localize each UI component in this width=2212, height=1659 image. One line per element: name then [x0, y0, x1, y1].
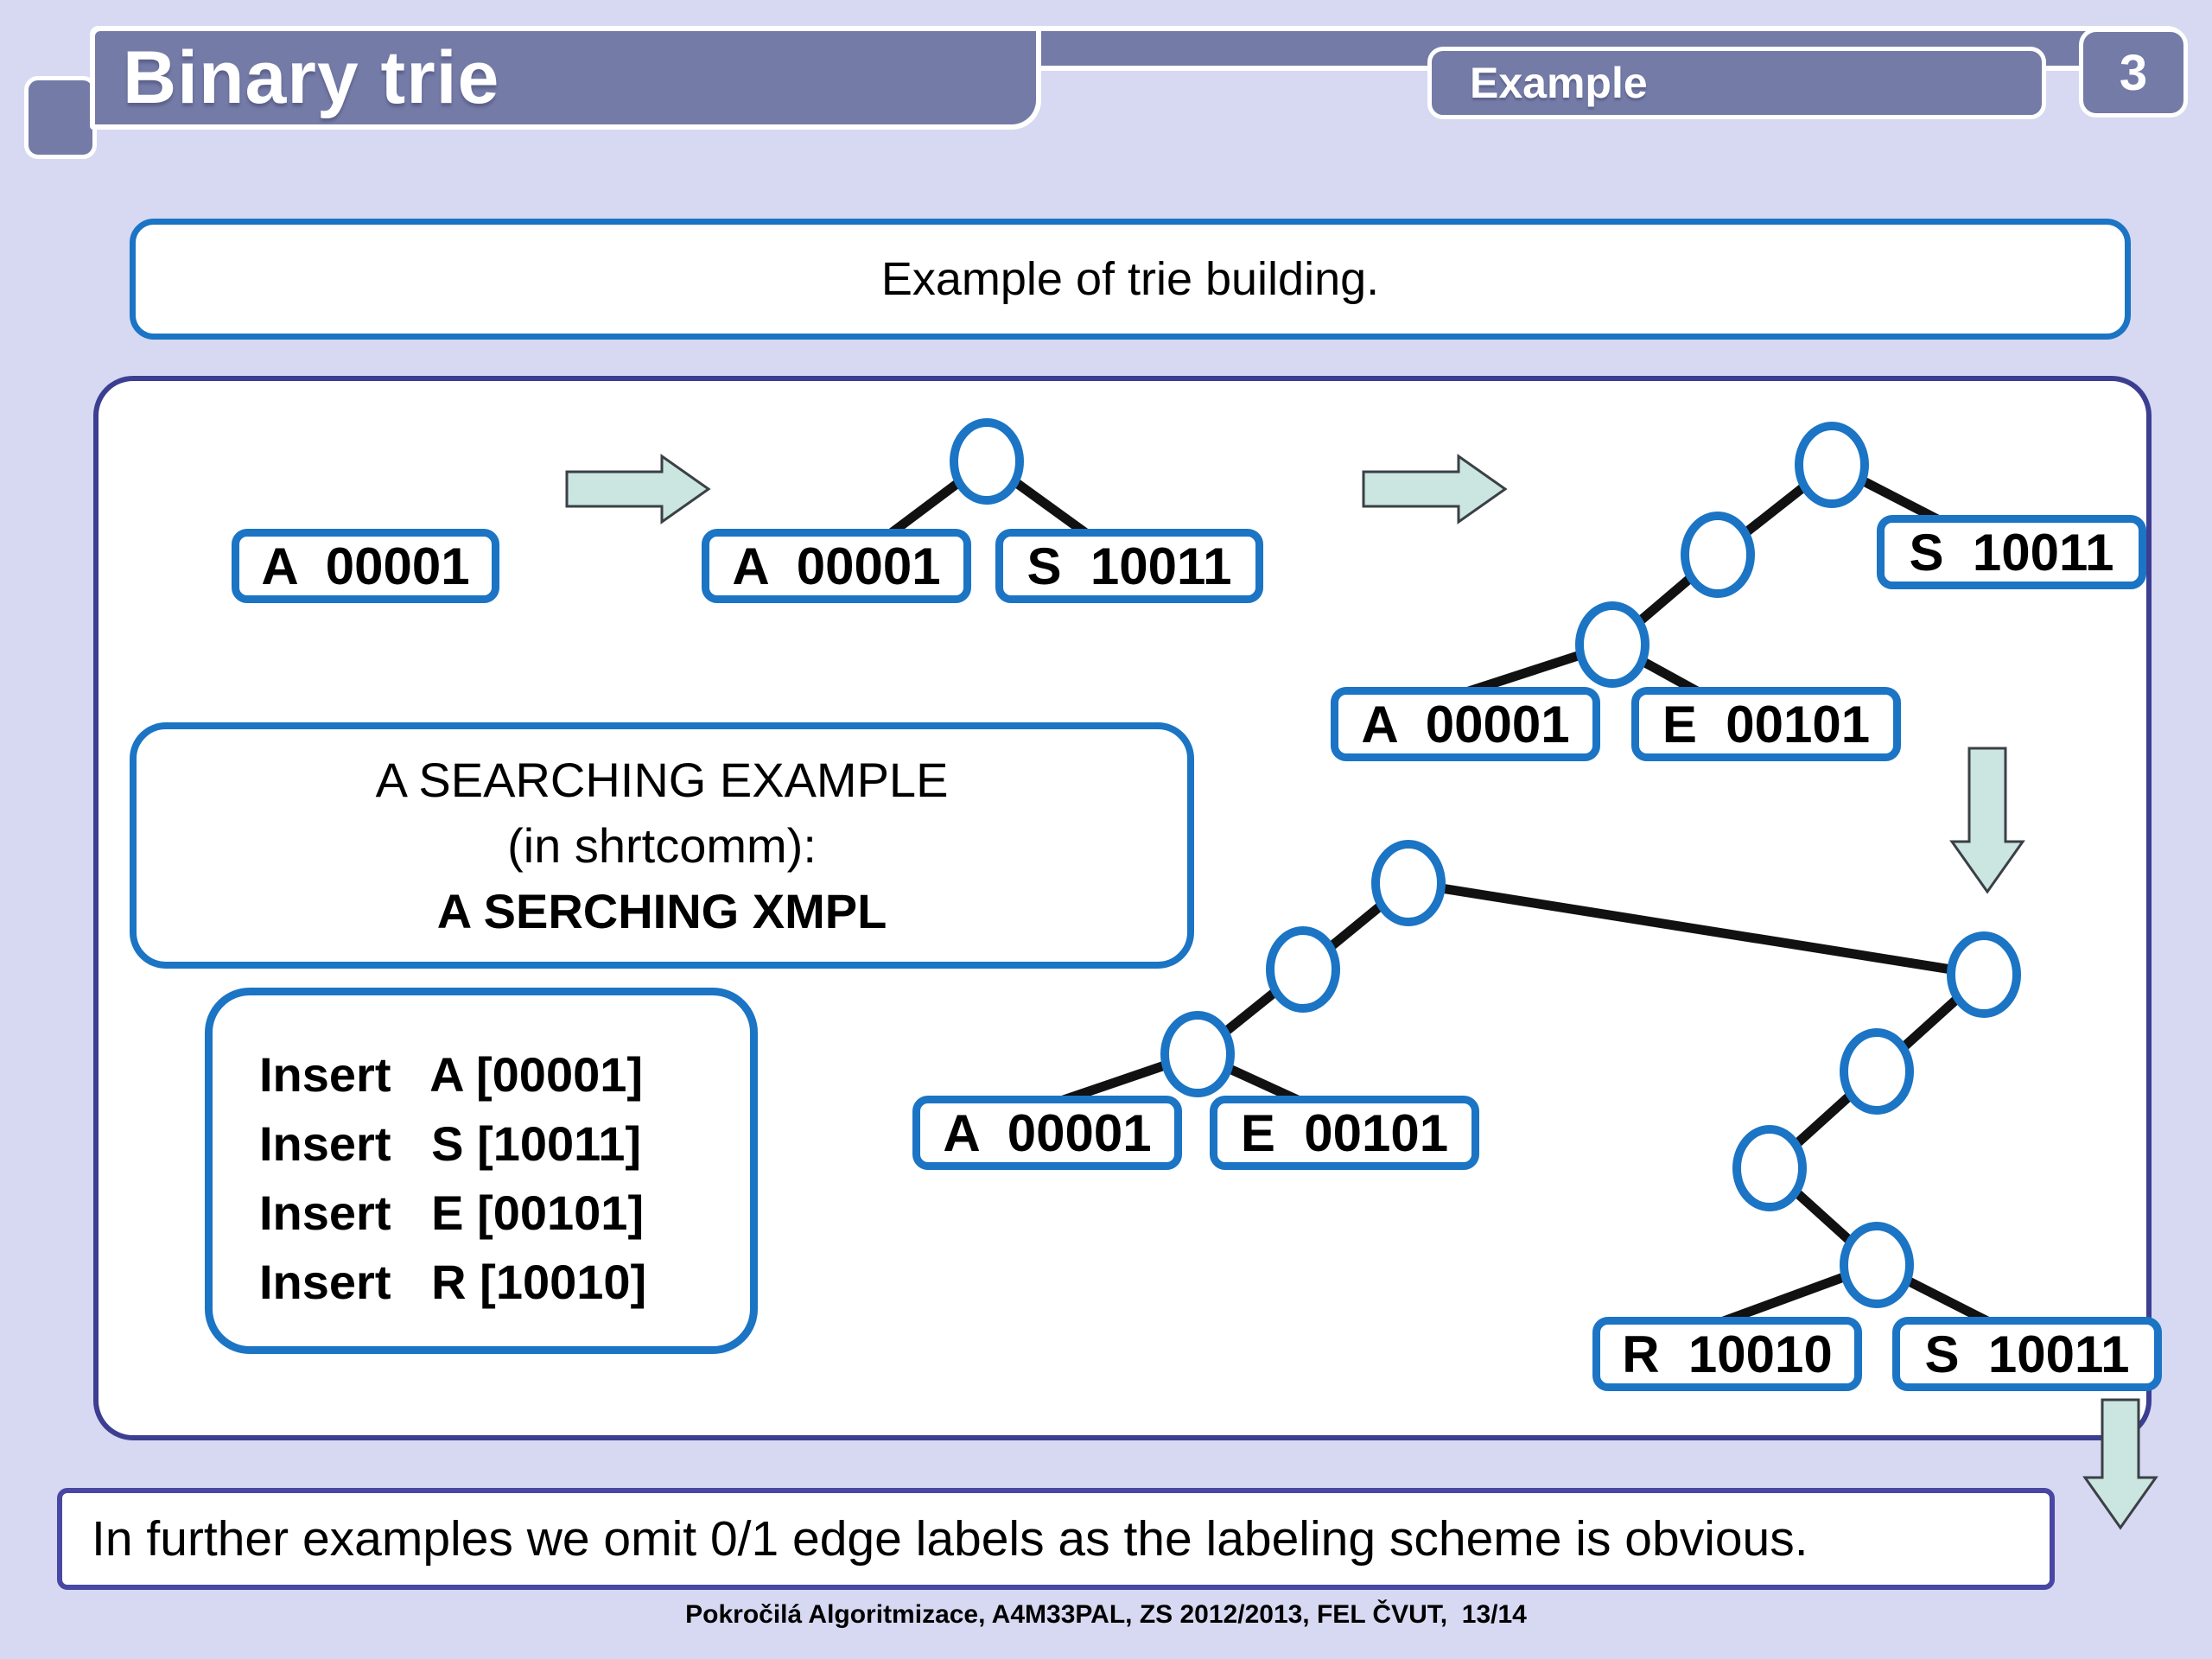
trie-key-label: A 00001 — [1361, 695, 1570, 753]
trie-key-label: S 10011 — [1924, 1325, 2130, 1383]
trie-key-label: E 00101 — [1240, 1103, 1449, 1162]
caption-text: Example of trie building. — [880, 253, 1380, 305]
search-note-line1: A SEARCHING EXAMPLE — [375, 752, 949, 807]
trie-key-box: R 10010 — [1592, 1317, 1862, 1391]
trie-key-box: A 00001 — [232, 529, 499, 603]
trie-key-box: S 10011 — [995, 529, 1263, 603]
trie-key-label: A 00001 — [943, 1103, 1152, 1162]
trie-key-box: S 10011 — [1877, 515, 2146, 589]
bottom-note-text: In further examples we omit 0/1 edge lab… — [92, 1511, 1808, 1567]
trie-key-box: A 00001 — [1331, 687, 1600, 761]
bottom-note: In further examples we omit 0/1 edge lab… — [57, 1488, 2055, 1590]
trie-key-box: S 10011 — [1892, 1317, 2162, 1391]
footer-credit: Pokročilá Algoritmizace, A4M33PAL, ZS 20… — [685, 1600, 1527, 1629]
page-number-tab: 3 — [2079, 28, 2188, 118]
page-number: 3 — [2119, 44, 2148, 101]
trie-key-label: A 00001 — [261, 537, 470, 595]
trie-key-label: R 10010 — [1622, 1325, 1833, 1383]
insert-list-item: Insert E [00101] — [259, 1185, 645, 1240]
trie-key-box: E 00101 — [1210, 1096, 1479, 1170]
search-note-box: A SEARCHING EXAMPLE (in shrtcomm): A SER… — [130, 722, 1194, 969]
caption-box: Example of trie building. — [130, 219, 2131, 340]
section-tab-label: Example — [1470, 59, 1648, 107]
search-note-line2: (in shrtcomm): — [507, 817, 817, 873]
trie-key-box: E 00101 — [1631, 687, 1901, 761]
trie-key-label: A 00001 — [732, 537, 941, 595]
trie-key-label: S 10011 — [1027, 537, 1232, 595]
header-corner-block — [24, 76, 97, 159]
search-note-line3: A SERCHING XMPL — [436, 883, 887, 938]
insert-list-item: Insert R [10010] — [259, 1255, 647, 1309]
insert-list-item: Insert A [00001] — [259, 1047, 644, 1102]
insert-list-item: Insert S [10011] — [259, 1116, 642, 1171]
section-tab: Example — [1427, 47, 2046, 119]
header-bar: Binary trie — [90, 26, 1041, 130]
trie-key-box: A 00001 — [912, 1096, 1182, 1170]
trie-key-box: A 00001 — [702, 529, 971, 603]
trie-key-label: E 00101 — [1662, 695, 1871, 753]
page-title: Binary trie — [123, 35, 500, 119]
insert-list: Insert A [00001] Insert S [10011] Insert E… — [205, 988, 758, 1354]
trie-key-label: S 10011 — [1909, 523, 2114, 582]
